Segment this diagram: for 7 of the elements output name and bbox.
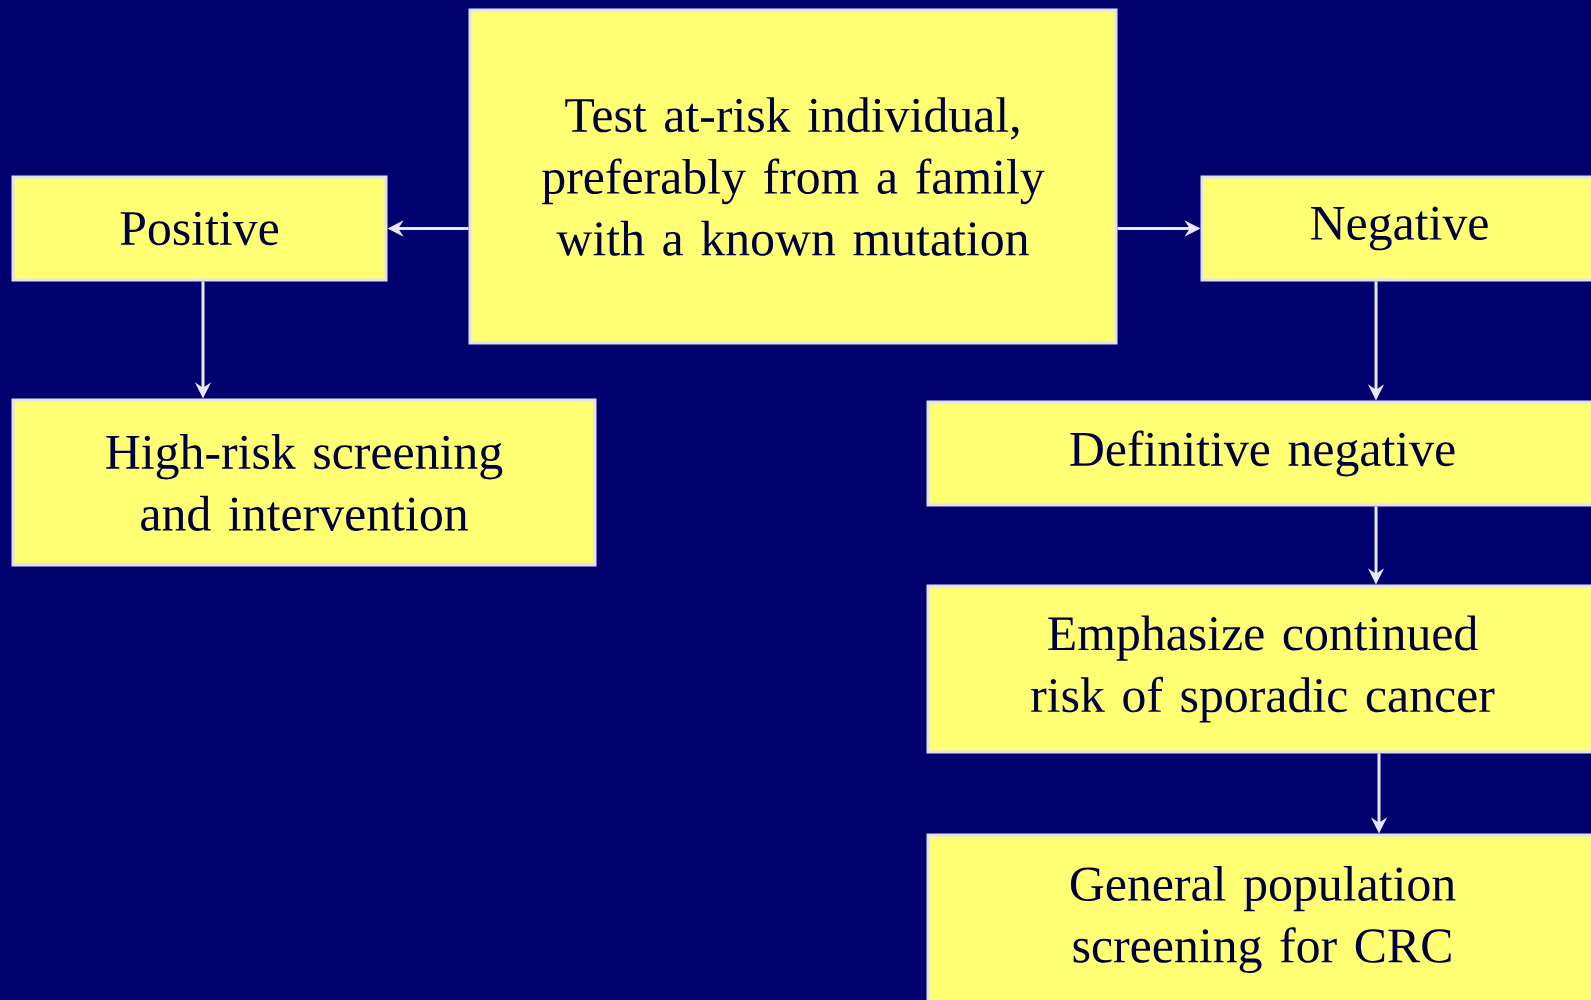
process-box: Definitive negative (926, 400, 1591, 507)
process-box: General population screening for CRC (926, 833, 1591, 1000)
process-box: Emphasize continued risk of sporadic cancer (926, 584, 1591, 754)
process-box: Test at-risk individual, preferably from a family with a known mutation (468, 8, 1118, 345)
process-box: Negative (1200, 175, 1591, 282)
process-box: Positive (11, 175, 388, 282)
process-box: High-risk screening and intervention (11, 398, 597, 567)
